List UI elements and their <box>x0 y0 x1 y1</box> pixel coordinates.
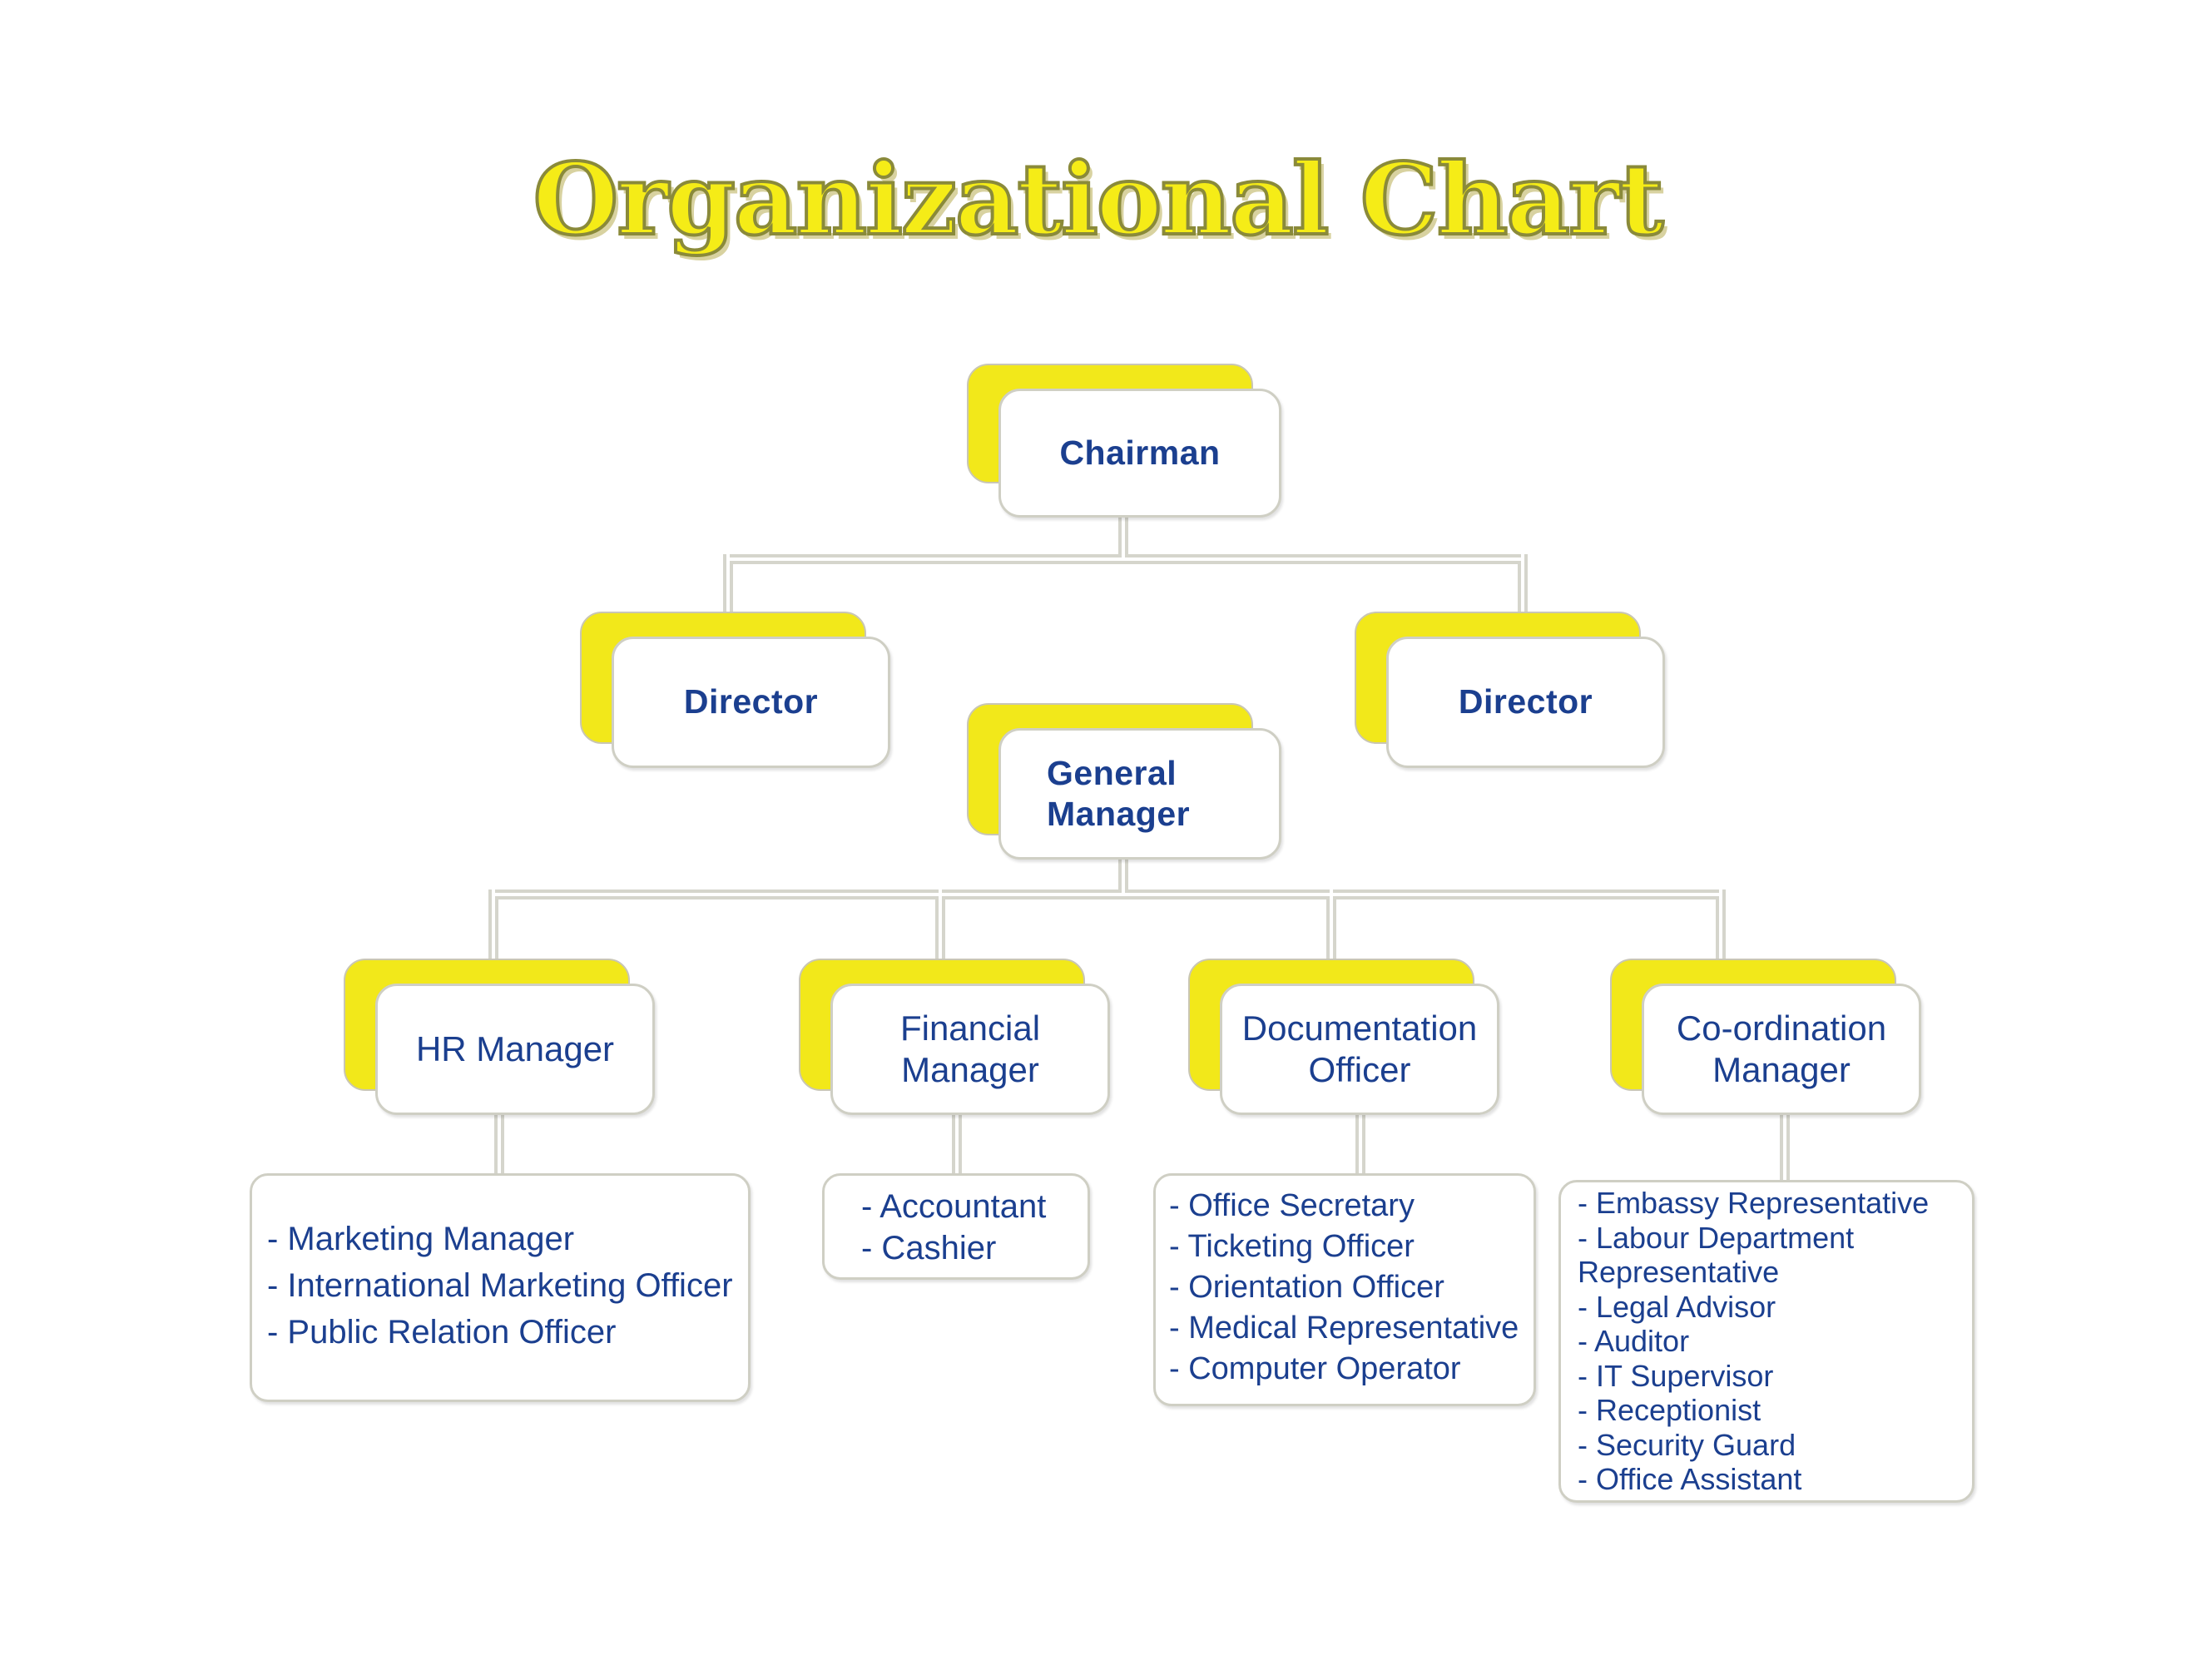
list-item: - Ticketing Officer <box>1169 1229 1415 1264</box>
chart-title: Organizational Chart <box>531 140 1665 259</box>
list-item: - Orientation Officer <box>1169 1270 1444 1305</box>
financial-subordinates-box: - Accountant - Cashier <box>822 1173 1090 1280</box>
documentation-officer-box: Documentation Officer <box>1220 984 1499 1115</box>
list-item: - Labour Department Representative <box>1578 1220 1855 1290</box>
hr-manager-label: HR Manager <box>415 1028 615 1068</box>
list-item: - Cashier <box>861 1230 997 1266</box>
list-item: - Public Relation Officer <box>267 1314 617 1350</box>
financial-manager-label: Financial Manager <box>899 1008 1041 1089</box>
list-item: - Medical Representative <box>1169 1311 1519 1345</box>
director-right-label: Director <box>1458 682 1593 721</box>
coordination-manager-box: Co-ordination Manager <box>1642 984 1921 1115</box>
list-item: - IT Supervisor <box>1578 1358 1774 1393</box>
coordination-subordinates-box: - Embassy Representative - Labour Depart… <box>1558 1180 1975 1503</box>
director-right-box: Director <box>1386 637 1665 768</box>
hr-subordinates-box: - Marketing Manager - International Mark… <box>250 1173 751 1402</box>
list-item: - Security Guard <box>1578 1427 1796 1462</box>
list-item: - Computer Operator <box>1169 1351 1461 1386</box>
list-item: - Legal Advisor <box>1578 1289 1776 1324</box>
list-item: - International Marketing Officer <box>267 1267 733 1304</box>
list-item: - Accountant <box>861 1188 1047 1225</box>
list-item: - Auditor <box>1578 1324 1690 1358</box>
list-item: - Office Secretary <box>1169 1188 1415 1223</box>
list-item: - Office Assistant <box>1578 1462 1802 1496</box>
director-left-label: Director <box>683 682 819 721</box>
list-item: - Embassy Representative <box>1578 1186 1930 1220</box>
general-manager-box: General Manager <box>998 728 1281 860</box>
documentation-subordinates-box: - Office Secretary - Ticketing Officer -… <box>1153 1173 1536 1406</box>
financial-manager-box: Financial Manager <box>830 984 1110 1115</box>
director-left-box: Director <box>612 637 890 768</box>
coordination-manager-label: Co-ordination Manager <box>1676 1008 1887 1089</box>
list-item: - Receptionist <box>1578 1393 1761 1427</box>
list-item: - Marketing Manager <box>267 1221 575 1257</box>
general-manager-label: General Manager <box>1047 753 1191 833</box>
hr-manager-box: HR Manager <box>375 984 655 1115</box>
chairman-box: Chairman <box>998 389 1281 518</box>
chairman-label: Chairman <box>1059 433 1221 472</box>
documentation-officer-label: Documentation Officer <box>1241 1008 1478 1089</box>
